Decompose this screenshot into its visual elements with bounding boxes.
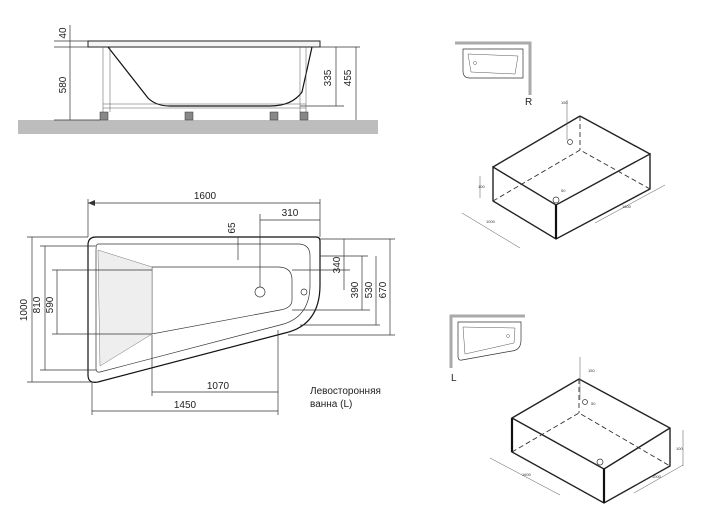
box-l-dim: 1000: [652, 474, 662, 479]
box-r-marker: [552, 196, 560, 204]
box-l-dim: 1600: [522, 472, 532, 477]
left-variant-thumbnail: L: [449, 314, 525, 384]
bath-outline: [87, 236, 321, 383]
mini-drain-l: [506, 334, 510, 338]
dim-rim-40: 40: [58, 27, 69, 39]
support-frame: [102, 47, 307, 112]
mini-basin-l: [462, 326, 516, 355]
box-r-dim: 100: [478, 184, 485, 189]
box-r-edge: [579, 115, 651, 155]
dim-530: 530: [364, 281, 375, 298]
dim-390: 390: [350, 281, 361, 298]
drain-circle: [254, 286, 266, 298]
box-l-dim: 150: [588, 368, 595, 373]
box-l-marker: [596, 458, 604, 466]
mini-basin-r: [467, 53, 519, 75]
plan-dims-top: [87, 199, 321, 287]
box-l-hidden: [511, 379, 671, 467]
dim-340: 340: [332, 256, 343, 273]
corner-wall-r: [455, 41, 532, 95]
mini-bath-r: [462, 48, 524, 79]
dim-670: 670: [378, 281, 389, 298]
dim-1450: 1450: [174, 400, 197, 411]
side-dims-right: [300, 46, 360, 120]
backrest-slope: [97, 249, 153, 367]
label-l: L: [451, 373, 457, 384]
box-r-dims: [461, 100, 666, 249]
box-l-outline: [511, 378, 671, 504]
box-r-marker: [567, 139, 573, 145]
box-r-dim: 1600: [622, 204, 632, 209]
plan-view: 1600 310 65 1000 810 590: [19, 191, 395, 415]
dim-1070: 1070: [207, 381, 230, 392]
bath-body-profile: [107, 46, 313, 107]
dim-height-455: 455: [343, 69, 354, 86]
box-l-edge: [511, 417, 605, 470]
dim-total-580: 580: [58, 76, 69, 93]
box-r-edge: [492, 115, 581, 168]
box-r-front: [492, 152, 651, 240]
box-l-edge: [603, 427, 671, 470]
box-r-dim: 150: [561, 100, 568, 105]
box-r-dim: 50: [561, 188, 566, 193]
box-r-hidden: [492, 116, 651, 202]
caption-line1: Левосторонняя: [310, 386, 381, 397]
plan-dims-left: [27, 236, 152, 383]
mini-bath-l: [457, 321, 522, 361]
dim-65: 65: [227, 222, 238, 234]
dim-1000: 1000: [19, 298, 30, 321]
basin-floor: [151, 266, 293, 335]
mini-drain-r: [473, 61, 477, 65]
box-l-dim: 100: [676, 446, 683, 451]
right-variant-thumbnail: R: [455, 41, 532, 108]
label-r: R: [525, 97, 532, 108]
dim-arrow: [88, 200, 95, 206]
side-view: 40 580 335 455: [18, 25, 378, 134]
box-l-marker: [582, 399, 588, 405]
plan-dims-right: [288, 238, 395, 336]
right-variant-box: 150 50 1000 1600 100: [461, 100, 666, 249]
overflow-circle: [300, 288, 308, 296]
dim-310: 310: [282, 208, 299, 219]
dim-1600: 1600: [194, 191, 217, 202]
basin-outline: [95, 243, 311, 373]
dim-inner-335: 335: [323, 69, 334, 86]
dim-590: 590: [45, 296, 56, 313]
box-r-dim: 1000: [486, 219, 496, 224]
caption-line2: ванна (L): [310, 399, 352, 410]
box-l-dims: [489, 357, 684, 496]
side-dims-left: [54, 25, 100, 121]
left-variant-box: 150 50 1600 1000 100: [489, 357, 684, 504]
bath-rim: [87, 40, 321, 48]
box-l-dim: 50: [591, 401, 596, 406]
dim-810: 810: [32, 296, 43, 313]
floor: [18, 120, 378, 134]
corner-wall-l: [449, 314, 525, 368]
plan-dims-bottom: [91, 330, 279, 415]
support-feet: [99, 111, 309, 121]
